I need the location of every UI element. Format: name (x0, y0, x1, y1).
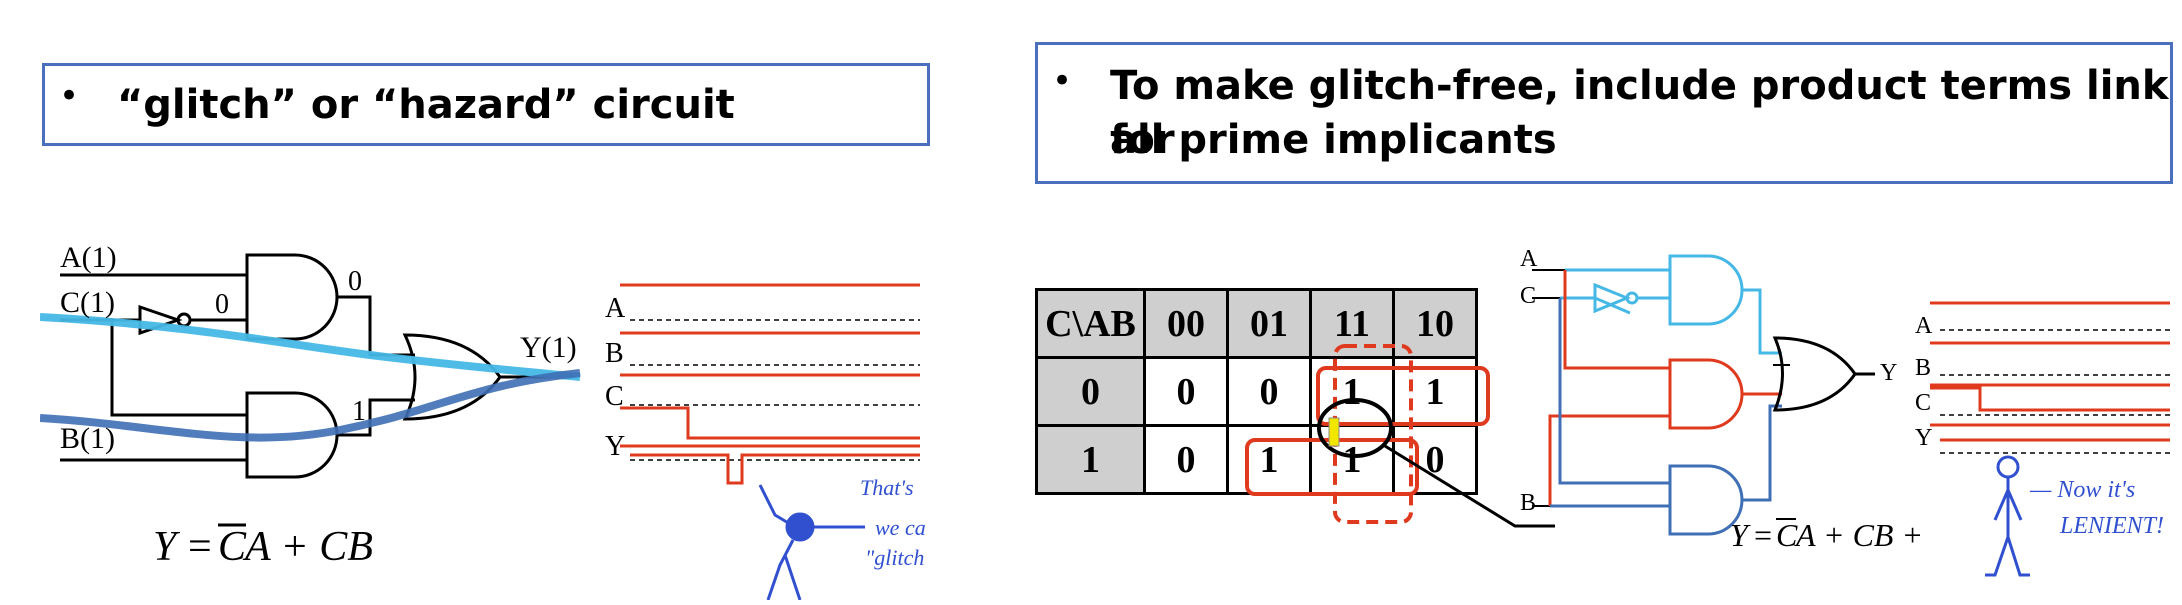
timing-label-y: Y (605, 431, 625, 462)
kmap-col-header: 11 (1309, 288, 1395, 359)
label-a: A(1) (60, 241, 117, 274)
eq-rest: A + CB + AB (1794, 517, 1920, 553)
kmap-col-header: 10 (1392, 288, 1478, 359)
bullet-marker: • (1052, 61, 1073, 101)
inverter-output-value: 0 (215, 289, 229, 320)
comic-text-line1: That's (860, 475, 914, 500)
eq-cbar: C (1776, 517, 1798, 553)
kmap-col-header: 00 (1143, 288, 1229, 359)
label-y: Y(1) (520, 331, 577, 364)
kmap-cell: 1 (1309, 356, 1395, 427)
right-timing-diagram: A B C Y — Now it's LENIENT! (1915, 301, 2170, 577)
kmap-corner: C\AB (1035, 288, 1146, 359)
eq-cbar: C (218, 524, 247, 570)
comic-text-line1: — Now it's (2029, 477, 2135, 503)
kmap-cell: 0 (1143, 424, 1229, 495)
eq-equals: = (188, 524, 212, 570)
kmap-cell: 0 (1392, 424, 1478, 495)
eq-equals: = (1754, 517, 1772, 553)
karnaugh-map: C\AB 00 01 11 10 0 0 0 1 1 1 0 1 1 0 (1035, 288, 1478, 495)
right-equation: Y = C A + CB + AB (1730, 517, 1920, 553)
kmap-cell: 0 (1226, 356, 1312, 427)
bullet-marker: • (59, 76, 80, 116)
left-timing-diagram: A B C Y That's we ca "glitch (605, 283, 926, 600)
right-glitch-free-circuit: A C B Y Y = C A + CB + AB (1520, 246, 1920, 553)
eq-y: Y (1730, 517, 1751, 553)
eq-y: Y (153, 524, 181, 570)
timing-label-b: B (1915, 355, 1931, 381)
kmap-header-row: C\AB 00 01 11 10 (1035, 288, 1478, 359)
label-y: Y (1880, 360, 1897, 386)
kmap-cell: 1 (1309, 424, 1395, 495)
kmap-cell: 1 (1392, 356, 1478, 427)
timing-label-a: A (605, 293, 626, 324)
kmap-cell: 0 (1143, 356, 1229, 427)
comic-text-line2: we ca (875, 515, 926, 540)
right-bullet-line2: all prime implicants (1110, 117, 1557, 163)
label-b: B (1520, 490, 1536, 516)
eq-rest: A + CB (242, 524, 373, 570)
timing-label-y: Y (1915, 425, 1932, 451)
timing-label-a: A (1915, 313, 1933, 339)
left-equation: Y = C A + CB (153, 523, 373, 570)
timing-label-b: B (605, 338, 624, 369)
and2-output-value: 1 (352, 396, 366, 427)
kmap-cell: 1 (1226, 424, 1312, 495)
stick-figure-icon (758, 484, 865, 600)
and1-output-value: 0 (348, 266, 362, 297)
left-bullet-text: “glitch” or “hazard” circuit (117, 82, 735, 128)
right-bullet-box: • To make glitch-free, include product t… (1035, 42, 2173, 184)
kmap-col-header: 01 (1226, 288, 1312, 359)
kmap-row-header: 0 (1035, 356, 1146, 427)
left-glitch-circuit: A(1) C(1) B(1) Y(1) 0 0 1 Y = C A + CB (40, 241, 581, 570)
stick-figure-icon (1985, 455, 2030, 577)
label-b: B(1) (60, 422, 115, 455)
label-a: A (1520, 246, 1538, 272)
label-c: C(1) (60, 286, 115, 319)
timing-label-c: C (605, 381, 624, 412)
kmap-row-header: 1 (1035, 424, 1146, 495)
kmap-row: 0 0 0 1 1 (1035, 356, 1478, 427)
timing-label-c: C (1915, 390, 1931, 416)
kmap-row: 1 0 1 1 0 (1035, 424, 1478, 495)
comic-text-line3: "glitch (865, 545, 924, 570)
label-c: C (1520, 283, 1536, 309)
left-bullet-box: • “glitch” or “hazard” circuit (42, 63, 930, 146)
comic-text-line2: LENIENT! (2059, 513, 2164, 539)
right-bullet-line1: To make glitch-free, include product ter… (1110, 63, 2169, 163)
